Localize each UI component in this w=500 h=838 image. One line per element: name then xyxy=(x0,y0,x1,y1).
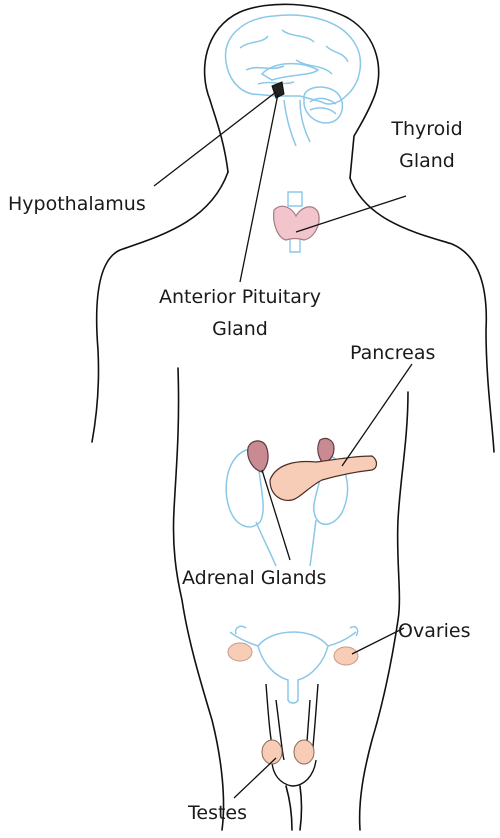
adrenal-glands-organ xyxy=(247,437,335,473)
brain-outline xyxy=(224,14,362,105)
hypothalamus-organ xyxy=(271,81,285,99)
pituitary-label-line1: Anterior Pituitary xyxy=(159,286,321,308)
ovaries-pointer xyxy=(351,627,405,655)
pituitary-label: Anterior Pituitary Gland xyxy=(140,284,340,342)
inner-legs xyxy=(285,785,303,831)
left-shoulder-arm xyxy=(91,171,229,443)
testes-organ xyxy=(261,739,315,765)
hypothalamus-label: Hypothalamus xyxy=(8,193,146,215)
brain xyxy=(224,14,362,147)
pituitary-pointer xyxy=(239,93,279,283)
male-reproductive xyxy=(265,683,319,787)
pancreas-pointer xyxy=(341,363,413,467)
testes-pointer xyxy=(233,757,277,799)
hypothalamus-pointer xyxy=(153,91,277,187)
pointer-lines xyxy=(153,91,413,799)
thyroid-label: Thyroid Gland xyxy=(372,116,482,174)
adrenal-glands-label: Adrenal Glands xyxy=(182,567,327,589)
ovaries-organ xyxy=(227,642,359,666)
pituitary-label-line2: Gland xyxy=(212,318,268,340)
pancreas-organ xyxy=(269,455,378,501)
right-shoulder-arm xyxy=(349,177,495,453)
corpus-callosum xyxy=(260,62,320,81)
adrenal-pointer xyxy=(261,469,291,561)
uterus xyxy=(229,625,359,704)
left-torso xyxy=(172,367,225,831)
cerebellum-folds xyxy=(309,97,337,115)
thyroid-label-line1: Thyroid xyxy=(391,118,463,140)
head-left-outline xyxy=(203,3,380,179)
pancreas-label: Pancreas xyxy=(350,342,436,364)
cerebellum xyxy=(303,86,344,124)
thyroid-label-line2: Gland xyxy=(399,150,455,172)
brainstem xyxy=(283,99,311,147)
right-torso xyxy=(358,391,409,831)
ovaries-label: Ovaries xyxy=(398,620,471,642)
thyroid-organ xyxy=(273,191,320,253)
testes-label: Testes xyxy=(188,802,248,824)
neck-left xyxy=(209,99,229,173)
thyroid-pointer xyxy=(295,195,407,233)
brain-folds xyxy=(239,29,349,85)
body-outline xyxy=(91,3,495,831)
